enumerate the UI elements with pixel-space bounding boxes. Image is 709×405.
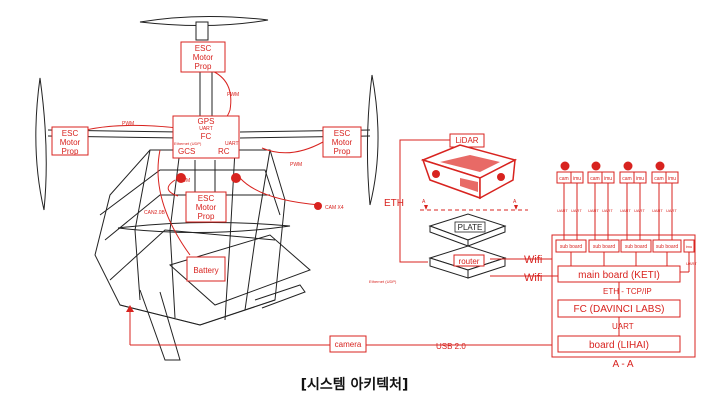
fc-board-box: FC (DAVINCI LABS) [557,299,681,318]
fc-label: FC [201,132,212,141]
battery-label: Battery [193,266,218,275]
esc-left-line1: ESC [62,129,79,138]
fc-gcs: GCS [178,147,195,156]
main-board-label: main board (KETI) [578,270,660,281]
cam-label-1: cam [559,176,568,182]
esc-left-line3: Prop [62,147,79,156]
section-a-left: A [422,199,426,205]
main-board-box: main board (KETI) [557,265,681,283]
section-a-right: A [513,199,517,205]
esc-top-line3: Prop [195,62,212,71]
router-label: router [459,257,480,266]
imu-side: imu [686,244,692,249]
sensor-dot-right [231,173,241,183]
eth-tcp-label: ETH - TCP/IP [603,287,652,296]
lidar-dot-right [497,173,505,181]
uart-1b: UART [571,208,582,213]
lidar-label: LiDAR [455,136,478,145]
esc-center-line1: ESC [198,194,215,203]
lihai-board-label: board (LIHAI) [589,340,649,351]
esc-top-line1: ESC [195,44,212,53]
uart-3a: UART [620,208,631,213]
cam-label-4: cam [654,176,663,182]
imu-label-1: imu [573,176,581,182]
cam-imu-group: cam imu cam imu cam imu cam imu [556,161,679,184]
sub-board-3: sub board [625,244,647,250]
esc-right-line2: Motor [332,138,353,147]
uart-links: UART UART UART UART UART UART UART UART [557,183,677,240]
esc-top-line2: Motor [193,53,214,62]
wifi-label-lower: Wifi [524,272,542,284]
plate: PLATE [428,213,507,247]
fc-box: GPS UART FC Ethernet (UDP) UART GCS RC [172,115,240,159]
pwm-label-right: PWM [290,162,302,168]
esc-left-line2: Motor [60,138,81,147]
lidar-dot-left [432,170,440,178]
lidar-sensor [420,144,518,200]
plate-label: PLATE [458,223,483,232]
fc-gps: GPS [198,117,215,126]
esc-right-line1: ESC [334,129,351,138]
cam-x4-label: CAM X4 [325,205,344,211]
sub-board-1: sub board [560,244,582,250]
fc-ethernet: Ethernet (UDP) [174,141,202,146]
esc-right-box: ESC Motor Prop [322,126,362,158]
fc-board-label: FC (DAVINCI LABS) [574,304,665,315]
uart-side-label: UART [686,261,697,266]
ethernet-note: Ethernet (UDP) [369,279,397,284]
esc-center-line3: Prop [198,212,215,221]
esc-center-box: ESC Motor Prop [185,191,227,223]
imu-label-3: imu [636,176,644,182]
sub-boards: sub board sub board sub board sub board … [555,239,695,253]
uart-4a: UART [652,208,663,213]
uart-link-label: UART [612,322,634,331]
figure-caption: [시스템 아키텍처] [300,377,409,393]
lidar-box: LiDAR [449,133,485,148]
fc-uart2: UART [225,141,239,147]
sub-board-4: sub board [656,244,678,250]
sensor-dot-left [176,173,186,183]
esc-center-line2: Motor [196,203,217,212]
drone-wiring [85,69,552,346]
wifi-label-upper: Wifi [524,254,542,266]
esc-left-box: ESC Motor Prop [51,126,89,156]
eth-label: ETH [384,198,404,209]
section-frame [551,234,696,358]
lower-propeller [117,221,291,234]
top-propeller [139,15,269,27]
uart-2a: UART [588,208,599,213]
sub-board-2: sub board [593,244,615,250]
esc-top-box: ESC Motor Prop [180,41,226,73]
usb-label: USB 2.0 [436,342,466,351]
battery-box: Battery [186,256,226,282]
uart-1a: UART [557,208,568,213]
cam-label-2: cam [590,176,599,182]
section-a-a-label: A - A [612,359,633,370]
camera-label: camera [335,340,362,349]
drone-shell [94,149,286,326]
fc-rc: RC [218,147,230,156]
right-propeller [366,74,379,206]
pwm-label-left: PWM [122,121,134,127]
pwm-label-top: PWM [227,92,239,98]
fc-uart: UART [199,126,213,132]
uart-2b: UART [602,208,613,213]
can-label: CAN2.0B [144,210,166,216]
imu-label-2: imu [604,176,612,182]
uart-3b: UART [634,208,645,213]
esc-right-line3: Prop [334,147,351,156]
uart-4b: UART [666,208,677,213]
imu-label-4: imu [668,176,676,182]
cam-x4-dot [314,202,322,210]
cam-label-3: cam [622,176,631,182]
camera-box: camera [329,335,367,353]
router: router [428,245,507,279]
left-propeller [35,77,47,211]
landing-skid [168,234,311,306]
lihai-board-box: board (LIHAI) [557,335,681,353]
